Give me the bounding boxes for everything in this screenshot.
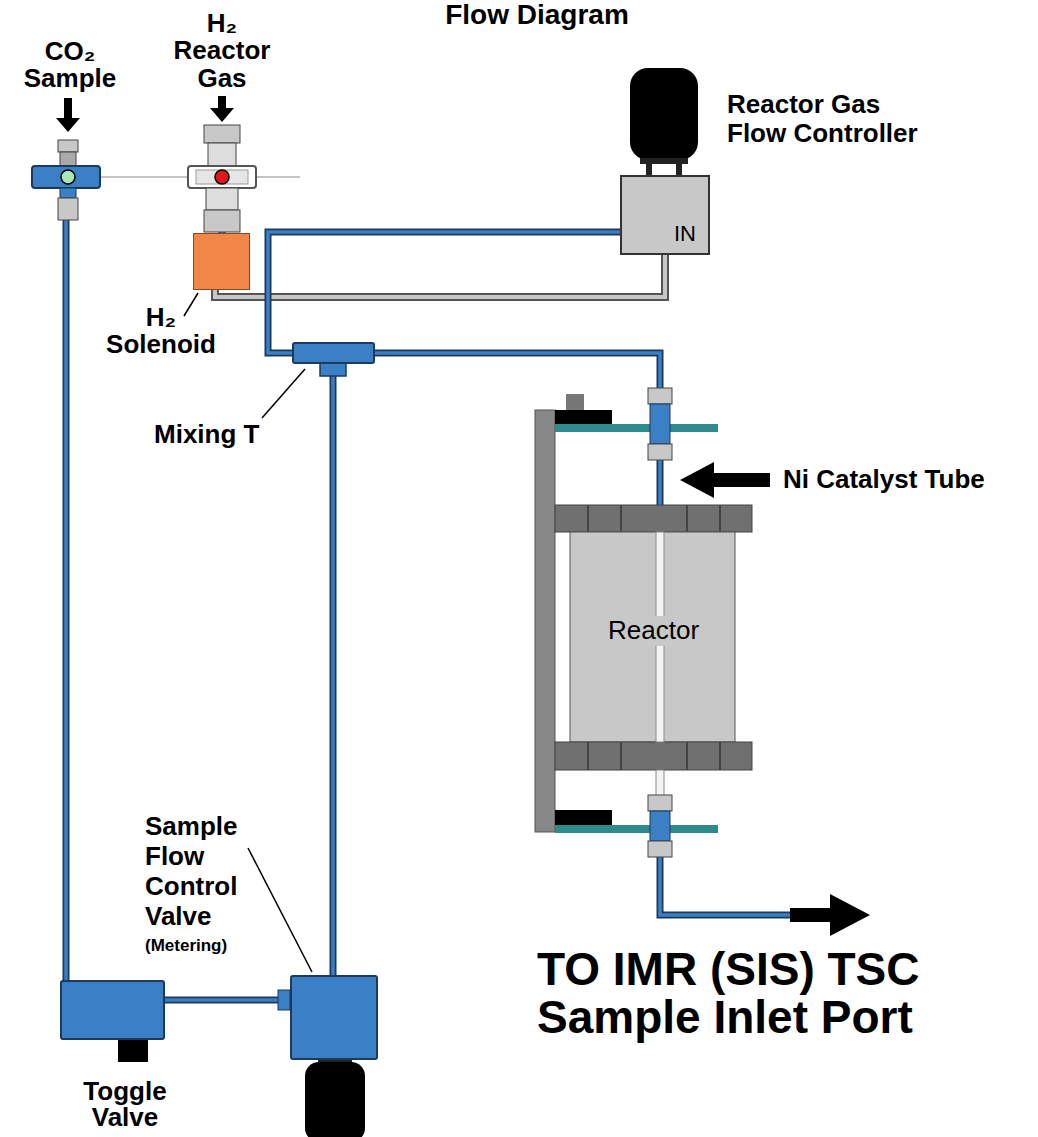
component-label: H₂ Reactor Gas (167, 10, 277, 92)
clamp-block (555, 410, 612, 425)
fitting (60, 188, 76, 198)
pipe-fill (268, 232, 620, 353)
valve-indicator (61, 170, 75, 184)
fitting-nut (648, 795, 672, 811)
fitting-nut (648, 841, 672, 857)
pointer-arrow (680, 462, 770, 498)
valve-indicator (215, 170, 229, 184)
controller-cap (630, 68, 698, 160)
signal-line (215, 255, 665, 297)
fitting (278, 990, 290, 1010)
valve-body (188, 166, 256, 188)
fitting-nut (58, 198, 78, 220)
co2-valve: CO₂ Sample (32, 166, 100, 188)
mounting-plate (555, 825, 718, 833)
diagram-title: Flow Diagram (437, 0, 637, 31)
reactor-cap-segments (588, 742, 720, 770)
fitting-nut (204, 125, 240, 143)
pipe-outline (165, 997, 290, 1004)
clamp-block (555, 810, 612, 825)
component-label: Reactor (604, 616, 703, 646)
reactor-frame (535, 410, 555, 832)
controller-stub (676, 164, 682, 175)
tee-stem (320, 362, 346, 376)
reactor-body (570, 532, 735, 742)
annotation-label: Ni Catalyst Tube (783, 465, 985, 495)
inlet-arrow (56, 98, 80, 132)
pipe-fill (60, 188, 66, 1000)
h2-valve: H₂ Reactor Gas (188, 166, 256, 188)
pipe-fill (331, 364, 335, 975)
frame-knob (566, 394, 584, 410)
fitting-nut (58, 140, 78, 152)
pipe-fill (165, 998, 290, 1002)
pipe-outline (60, 188, 66, 1000)
toggle-valve: Toggle Valve (60, 980, 165, 1040)
reactor-cap (555, 505, 752, 532)
component-label: (Metering) (145, 936, 227, 956)
reactor-cap-segments (588, 505, 720, 532)
component-label: IN (674, 221, 696, 246)
valve-body (196, 170, 248, 184)
fitting (650, 811, 670, 841)
fitting-nut (208, 143, 236, 166)
fitting-nut (206, 188, 238, 210)
pipe-outline (215, 255, 665, 297)
component-label: Sample Flow Control Valve (145, 812, 270, 932)
outlet-arrow (790, 894, 870, 936)
catalyst-tube (656, 770, 664, 796)
component-label: Reactor Gas Flow Controller (727, 90, 927, 147)
controller-cap (640, 158, 688, 164)
valve-body (32, 166, 100, 188)
reactor-cap (555, 742, 752, 770)
metering-valve: Sample Flow Control Valve(Metering) (290, 975, 378, 1060)
pipe-connector (165, 1000, 290, 1001)
fitting-nut (648, 388, 672, 404)
leader-line (184, 293, 198, 316)
component-label: Toggle Valve (75, 1078, 175, 1130)
inlet-arrow (210, 96, 234, 122)
fitting-nut (204, 210, 240, 232)
mixing-tee: Mixing T (292, 342, 375, 364)
pipe-connector (268, 232, 620, 353)
solenoid-box: H₂ Solenoid (193, 233, 250, 290)
reactor-box: Reactor (555, 505, 752, 770)
outlet-pipe (660, 857, 790, 915)
fitting (650, 404, 670, 444)
pipe-connector (333, 364, 334, 975)
component-label: H₂ Solenoid (96, 304, 226, 359)
fitting-nut (60, 152, 76, 166)
leader-line (248, 848, 312, 972)
outlet-pipe (660, 857, 790, 915)
mounting-plate (555, 424, 718, 432)
flow-controller-box: Reactor Gas Flow ControllerIN (620, 175, 710, 255)
component-label: Mixing T (154, 420, 259, 450)
fitting-nut (648, 444, 672, 460)
pipe-outline (330, 364, 337, 975)
toggle-handle (118, 1040, 148, 1062)
controller-stub (646, 164, 652, 175)
component-label: CO₂ Sample (15, 38, 125, 93)
pipe-outline (268, 232, 620, 353)
pipe-connector (60, 188, 66, 1000)
annotation-label: TO IMR (SIS) TSC Sample Inlet Port (537, 945, 937, 1042)
metering-knob (305, 1062, 365, 1137)
leader-line (262, 369, 305, 418)
pipe-fill (215, 255, 665, 297)
